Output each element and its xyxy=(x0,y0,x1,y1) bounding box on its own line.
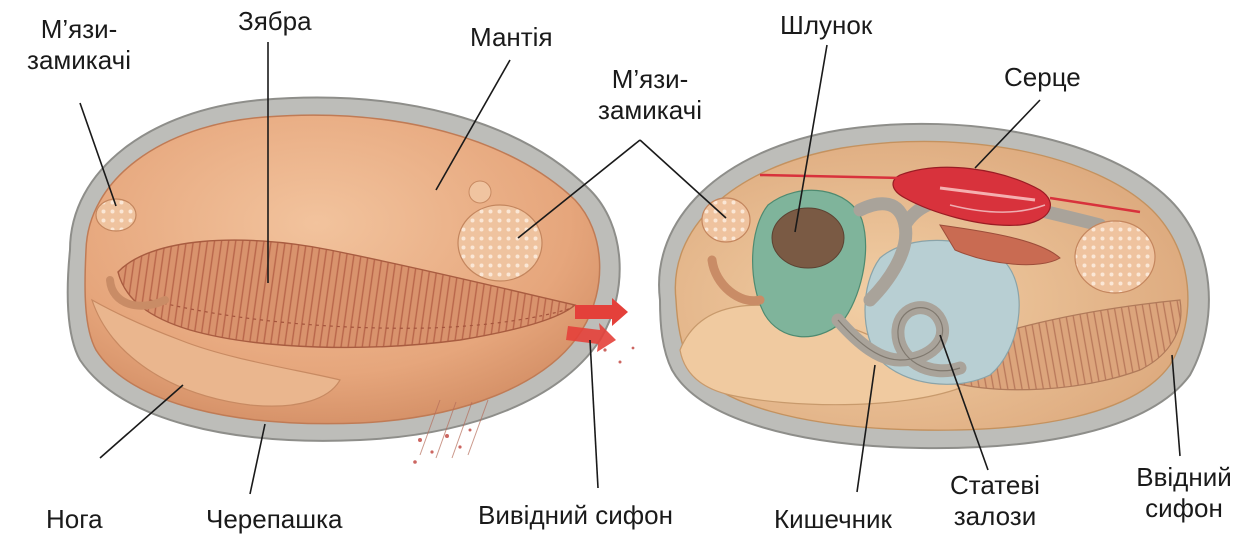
label-adductor-muscles-left-line2: замикачі xyxy=(14,45,144,76)
right-adductor-posterior xyxy=(1075,221,1155,293)
right-mollusc xyxy=(659,124,1209,448)
label-gonads: Статеві залози xyxy=(940,470,1050,532)
label-inflow-siphon-line1: Ввідний xyxy=(1124,462,1244,493)
label-foot: Нога xyxy=(46,504,103,535)
label-adductor-muscles-middle-line2: замикачі xyxy=(585,95,715,126)
label-stomach: Шлунок xyxy=(780,10,872,41)
label-mantle: Мантія xyxy=(470,22,553,53)
label-adductor-muscles-middle-line1: М’язи- xyxy=(585,64,715,95)
label-gonads-line2: залози xyxy=(940,501,1050,532)
left-adductor-posterior xyxy=(458,205,542,281)
label-heart: Серце xyxy=(1004,62,1081,93)
label-gonads-line1: Статеві xyxy=(940,470,1050,501)
label-inflow-siphon-line2: сифон xyxy=(1124,493,1244,524)
left-mollusc xyxy=(68,98,635,464)
label-adductor-muscles-middle: М’язи- замикачі xyxy=(585,64,715,126)
label-adductor-muscles-left-line1: М’язи- xyxy=(14,14,144,45)
label-intestine: Кишечник xyxy=(774,504,892,535)
label-shell: Черепашка xyxy=(206,504,343,535)
label-gill: Зябра xyxy=(238,6,312,37)
label-adductor-muscles-left: М’язи- замикачі xyxy=(14,14,144,76)
label-outflow-siphon: Вивідний сифон xyxy=(478,500,673,531)
right-adductor-anterior xyxy=(702,198,750,242)
label-inflow-siphon: Ввідний сифон xyxy=(1124,462,1244,524)
